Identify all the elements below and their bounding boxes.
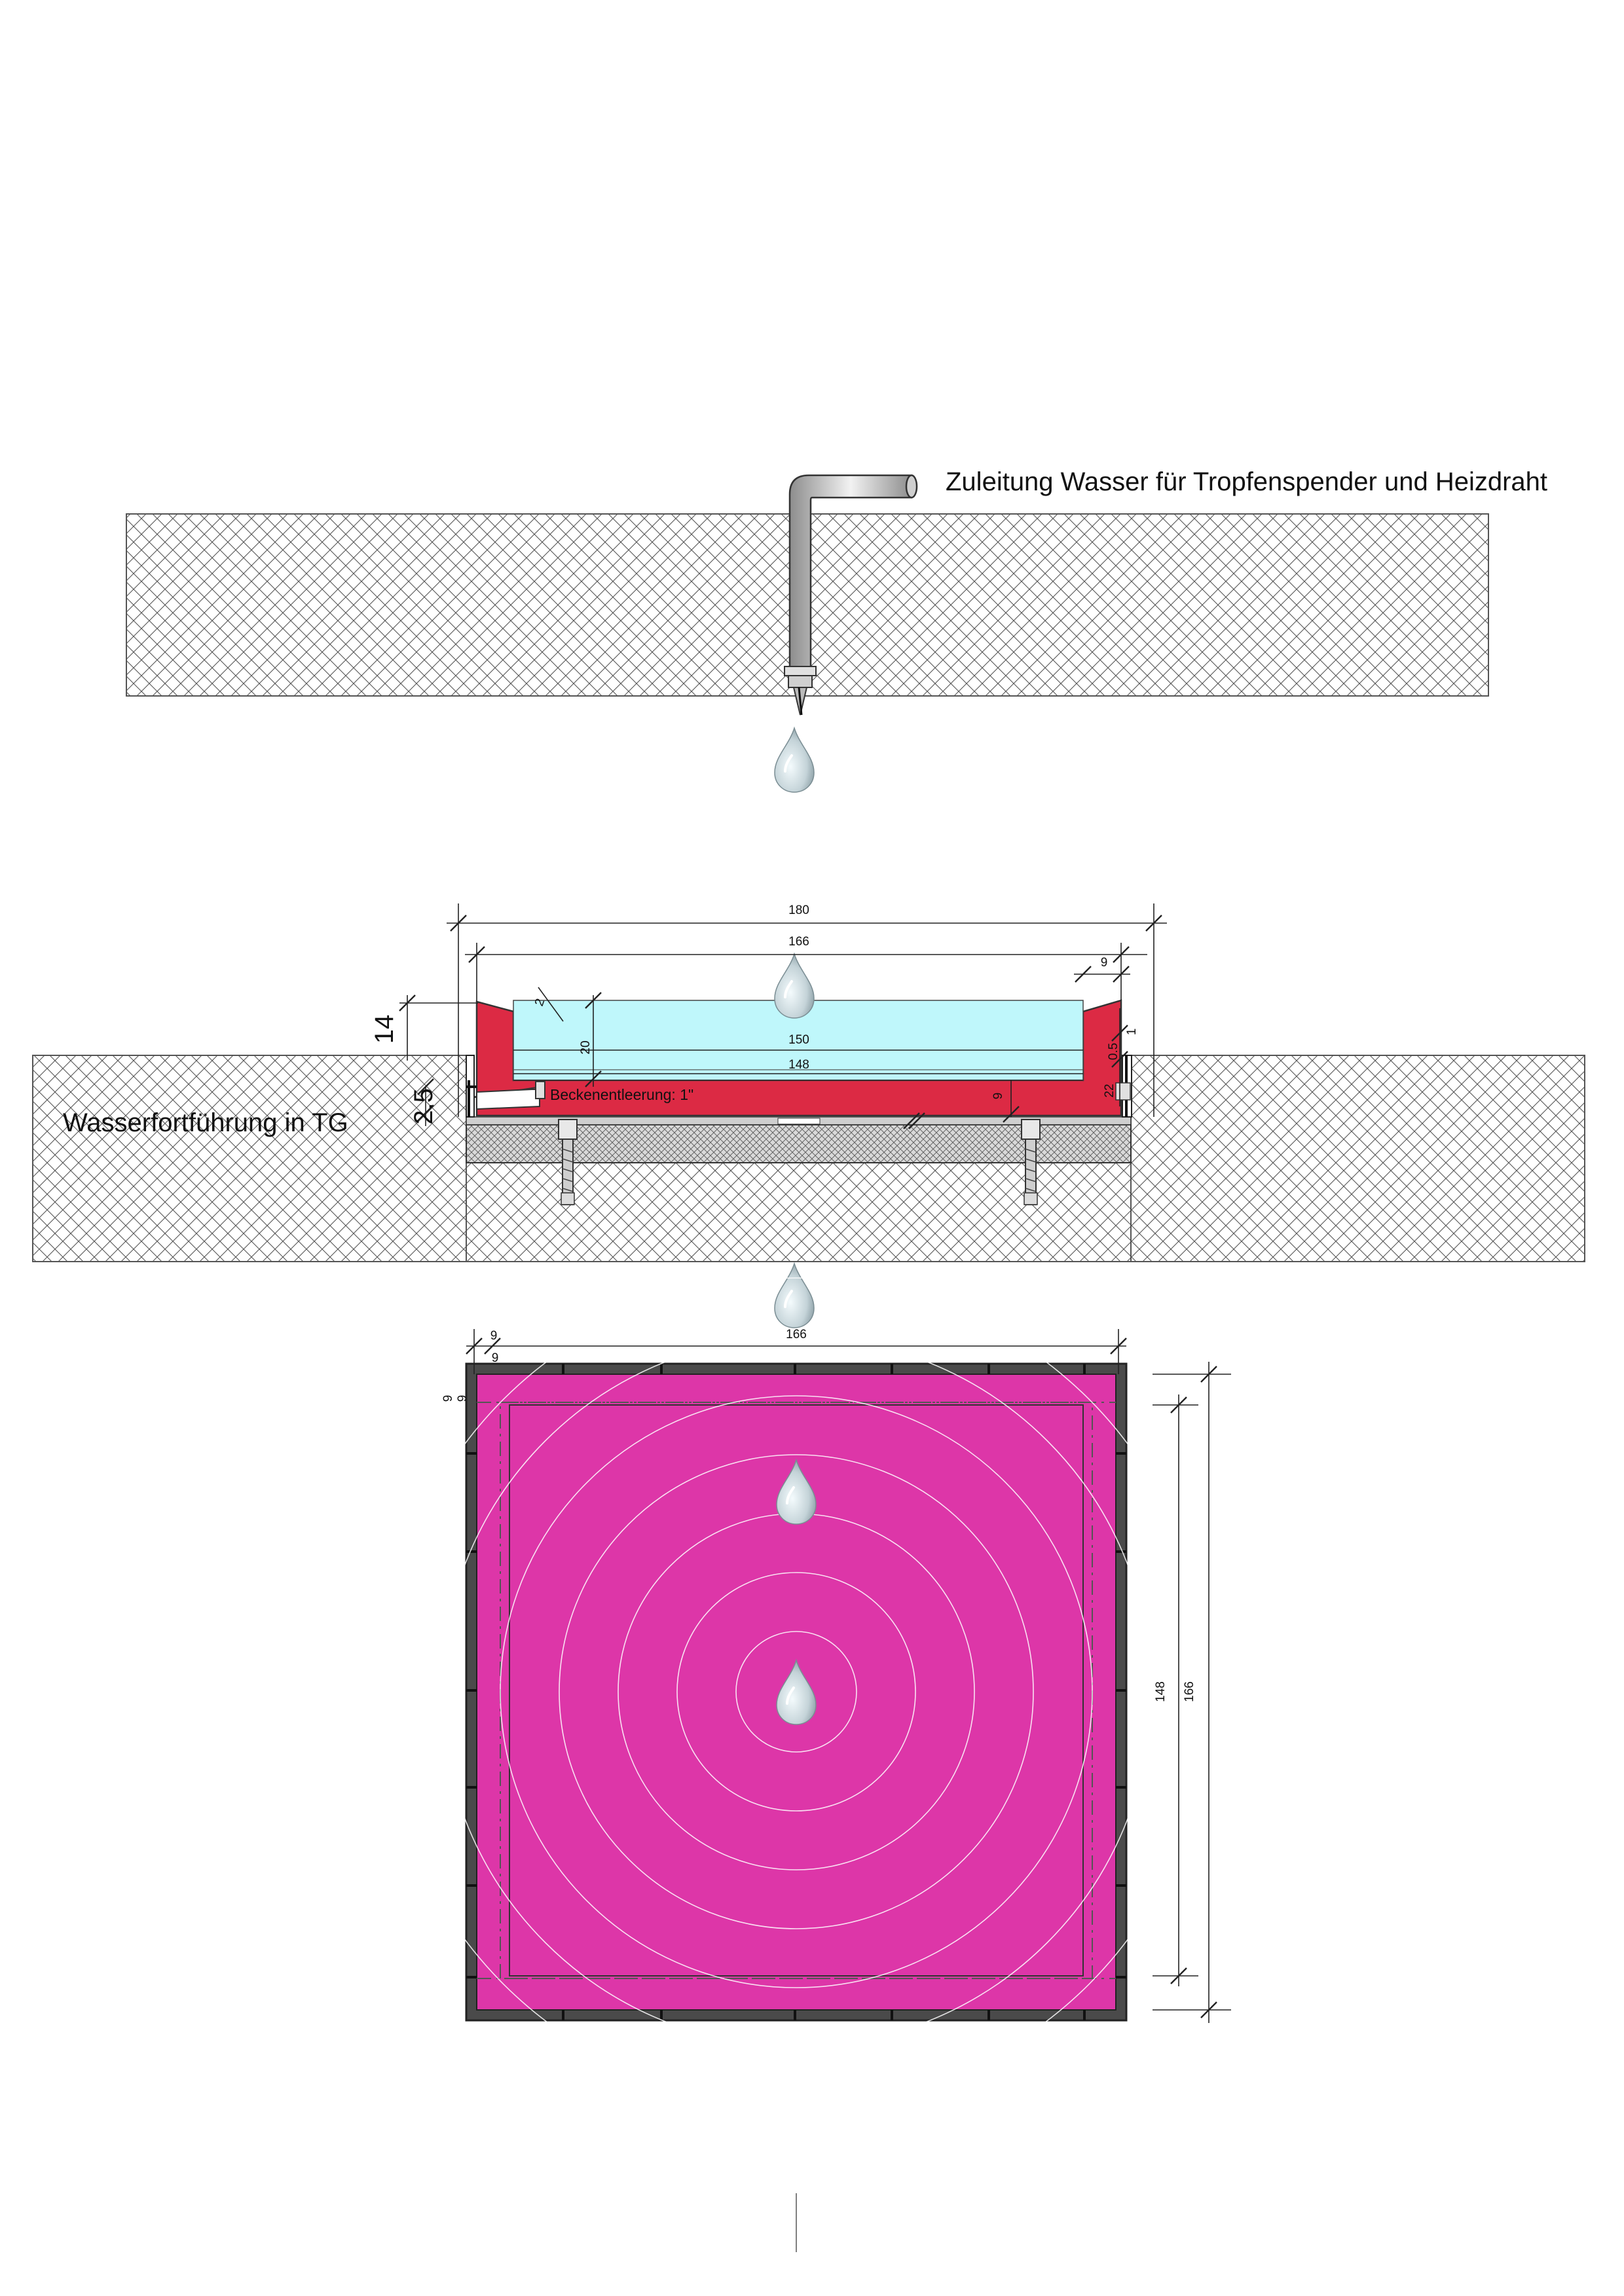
dim-14: 14 [370,1015,399,1044]
dim-0-5: 0.5 [1107,1043,1120,1060]
basin-section: Beckenentleerung: 1" Wasserfortführung i… [32,903,1585,1329]
supply-pipe [784,474,918,716]
water-drop-icon [773,1262,815,1329]
floor-slab-right [1130,1055,1585,1262]
plan-dim-148: 148 [1154,1681,1168,1702]
frame-ticks [466,1364,1126,2020]
plan-dim-9-left-inner: 9 [456,1395,470,1402]
plan-dim-9-top-inner: 9 [492,1351,499,1365]
dim-22: 22 [1103,1084,1116,1097]
plan-dim-166: 166 [786,1328,807,1341]
plan-dim-166-vertical: 166 [1183,1681,1196,1702]
water-drop-icon [773,953,815,1019]
foundation-block [466,1162,1132,1262]
dim-180: 180 [788,903,809,917]
supply-label: Zuleitung Wasser für Tropfenspender und … [946,467,1547,496]
dim-9-vertical: 9 [991,1093,1005,1100]
dim-1: 1 [1125,1029,1139,1036]
basin-drain-label: Beckenentleerung: 1" [550,1086,693,1103]
ripple-circles [382,1277,1211,2106]
dim-9: 9 [1101,956,1108,970]
dim-20: 20 [579,1040,593,1054]
plan-dim-9-top: 9 [490,1329,498,1343]
dim-166: 166 [788,935,809,949]
plan-dim-9-left: 9 [441,1395,455,1402]
drain-label: Wasserfortführung in TG [63,1108,348,1137]
dim-2-5: 2.5 [409,1088,438,1125]
dim-148: 148 [788,1058,809,1072]
dimension-lines: 180 166 9 150 148 20 2 [370,903,1167,1129]
plan-view: 166 9 9 9 9 148 166 [382,1277,1231,2106]
dim-150: 150 [788,1033,809,1047]
ceiling-section: Zuleitung Wasser für Tropfenspender und … [126,467,1547,793]
plan-dimensions: 166 9 9 9 9 148 166 [441,1328,1231,2023]
drain-grate [777,1118,821,1125]
water-drop-icon [773,727,815,793]
floor-slab-left [32,1055,467,1262]
